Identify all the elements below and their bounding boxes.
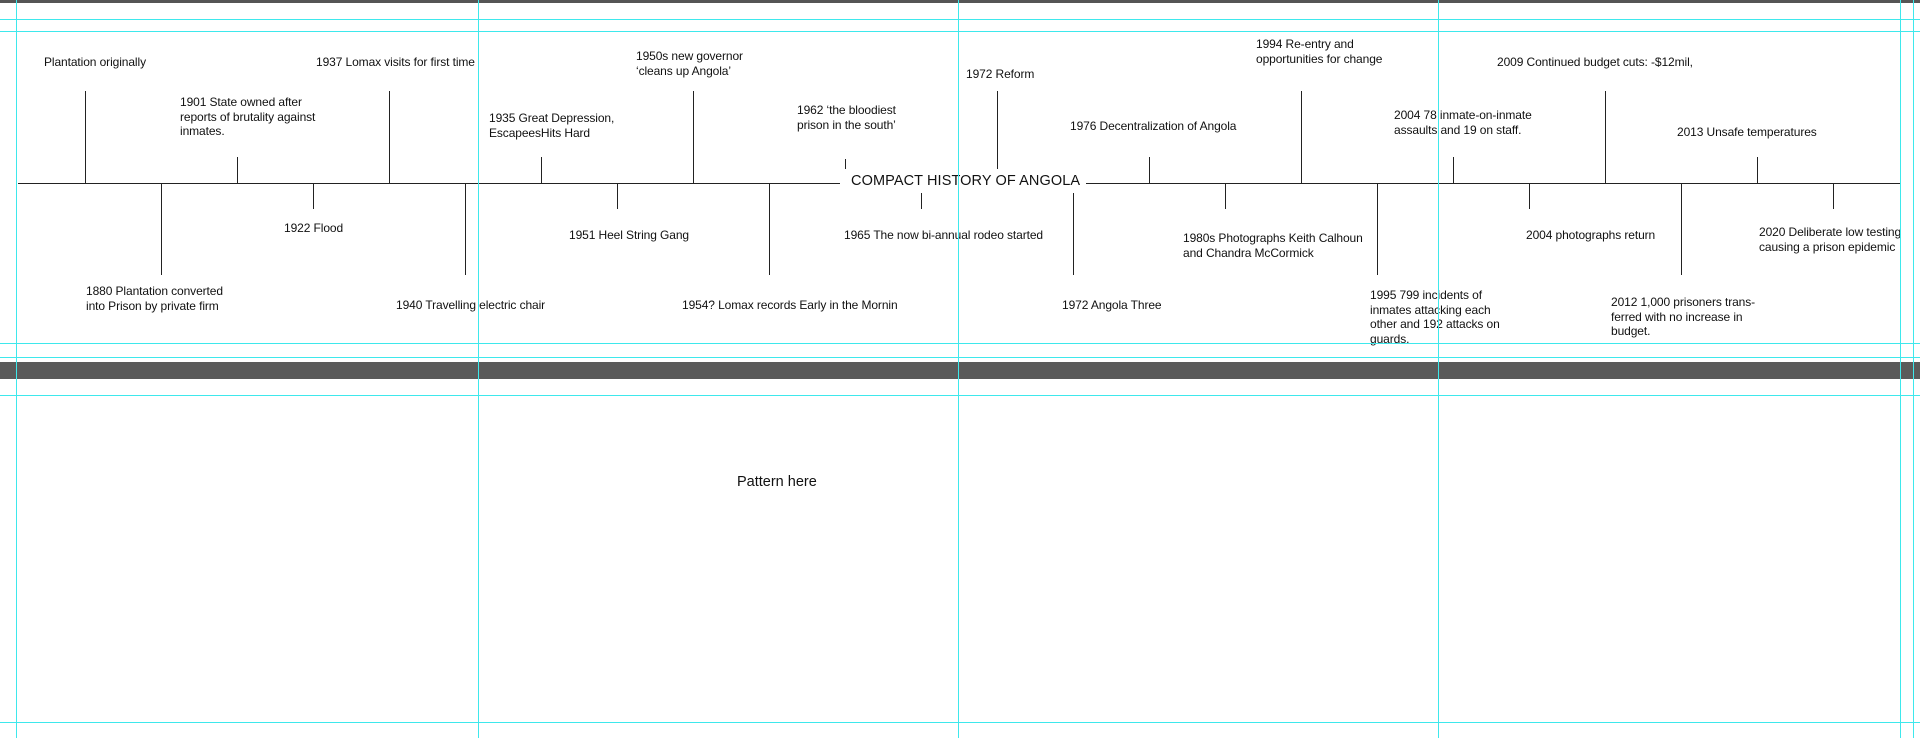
- timeline-tick: [1757, 157, 1758, 183]
- timeline-event-label: 2004 78 inmate-on-inmate assaults and 19…: [1394, 108, 1532, 137]
- timeline-tick: [313, 183, 314, 209]
- timeline-tick: [1605, 91, 1606, 183]
- timeline-event-label: 1972 Angola Three: [1062, 298, 1162, 312]
- guide-line-horizontal: [0, 19, 1920, 20]
- timeline-event-label: 1901 State owned after reports of brutal…: [180, 95, 316, 138]
- timeline-event-label: 1965 The now bi-annual rodeo started: [844, 228, 1043, 242]
- timeline-event-label: 1995 799 incidents of inmates attacking …: [1370, 288, 1500, 346]
- timeline-event-label: 1972 Reform: [966, 67, 1035, 81]
- timeline-tick: [465, 183, 466, 275]
- guide-line-vertical: [1438, 0, 1439, 738]
- timeline-tick: [1149, 157, 1150, 183]
- timeline-event-label: 2009 Continued budget cuts: -$12mil,: [1497, 55, 1693, 69]
- timeline-event-label: 1937 Lomax visits for first time: [316, 55, 475, 69]
- document-top-edge: [0, 0, 1920, 3]
- timeline-event-label: 1922 Flood: [284, 221, 344, 235]
- timeline-tick: [541, 157, 542, 183]
- timeline-tick: [693, 91, 694, 183]
- timeline-tick: [85, 91, 86, 183]
- timeline-tick: [1681, 183, 1682, 275]
- guide-line-horizontal: [0, 395, 1920, 396]
- timeline-axis-left: [18, 183, 840, 184]
- timeline-event-label: 1976 Decentralization of Angola: [1070, 119, 1237, 133]
- timeline-tick: [1073, 193, 1074, 275]
- pattern-artboard: [0, 380, 1920, 738]
- timeline-tick: [997, 91, 998, 169]
- timeline-tick: [617, 183, 618, 209]
- timeline-event-label: 1962 ‘the bloodiest prison in the south’: [797, 103, 896, 132]
- timeline-tick: [389, 91, 390, 183]
- timeline-tick: [1377, 183, 1378, 275]
- timeline-event-label: 1980s Photographs Keith Calhoun and Chan…: [1183, 231, 1363, 260]
- timeline-tick: [845, 159, 846, 169]
- timeline-event-label: 2012 1,000 prisoners trans- ferred with …: [1611, 295, 1756, 338]
- timeline-event-label: 1935 Great Depression, EscapeesHits Hard: [489, 111, 615, 140]
- guide-line-horizontal: [0, 343, 1920, 344]
- guide-line-vertical: [1913, 0, 1914, 738]
- timeline-event-label: 2013 Unsafe temperatures: [1677, 125, 1817, 139]
- timeline-event-label: 1950s new governor ‘cleans up Angola’: [636, 49, 743, 78]
- guide-line-vertical: [478, 0, 479, 738]
- timeline-axis-right: [1080, 183, 1900, 184]
- timeline-event-label: 1940 Travelling electric chair: [396, 298, 546, 312]
- timeline-tick: [1225, 183, 1226, 209]
- timeline-tick: [161, 183, 162, 275]
- timeline-tick: [769, 183, 770, 275]
- timeline-event-label: 1994 Re-entry and opportunities for chan…: [1256, 37, 1383, 66]
- guide-line-horizontal: [0, 357, 1920, 358]
- timeline-tick: [1833, 183, 1834, 209]
- timeline-tick: [1301, 91, 1302, 183]
- timeline-event-label: 1951 Heel String Gang: [569, 228, 689, 242]
- artboard-divider-band: [0, 362, 1920, 379]
- timeline-tick: [1453, 157, 1454, 183]
- guide-line-vertical: [16, 0, 17, 738]
- guide-line-horizontal: [0, 31, 1920, 32]
- guide-line-vertical: [958, 0, 959, 738]
- timeline-event-label: Plantation originally: [44, 55, 146, 69]
- timeline-event-label: 1880 Plantation converted into Prison by…: [86, 284, 223, 313]
- timeline-tick: [921, 193, 922, 209]
- guide-line-vertical: [1900, 0, 1901, 738]
- timeline-event-label: 1954? Lomax records Early in the Mornin: [682, 298, 898, 312]
- guide-line-horizontal: [0, 722, 1920, 723]
- timeline-tick: [237, 157, 238, 183]
- timeline-event-label: 2004 photographs return: [1526, 228, 1656, 242]
- pattern-placeholder-text: Pattern here: [737, 474, 817, 490]
- timeline-tick: [1529, 183, 1530, 209]
- timeline-event-label: 2020 Deliberate low testing causing a pr…: [1759, 225, 1902, 254]
- timeline-title: COMPACT HISTORY OF ANGOLA: [845, 173, 1087, 189]
